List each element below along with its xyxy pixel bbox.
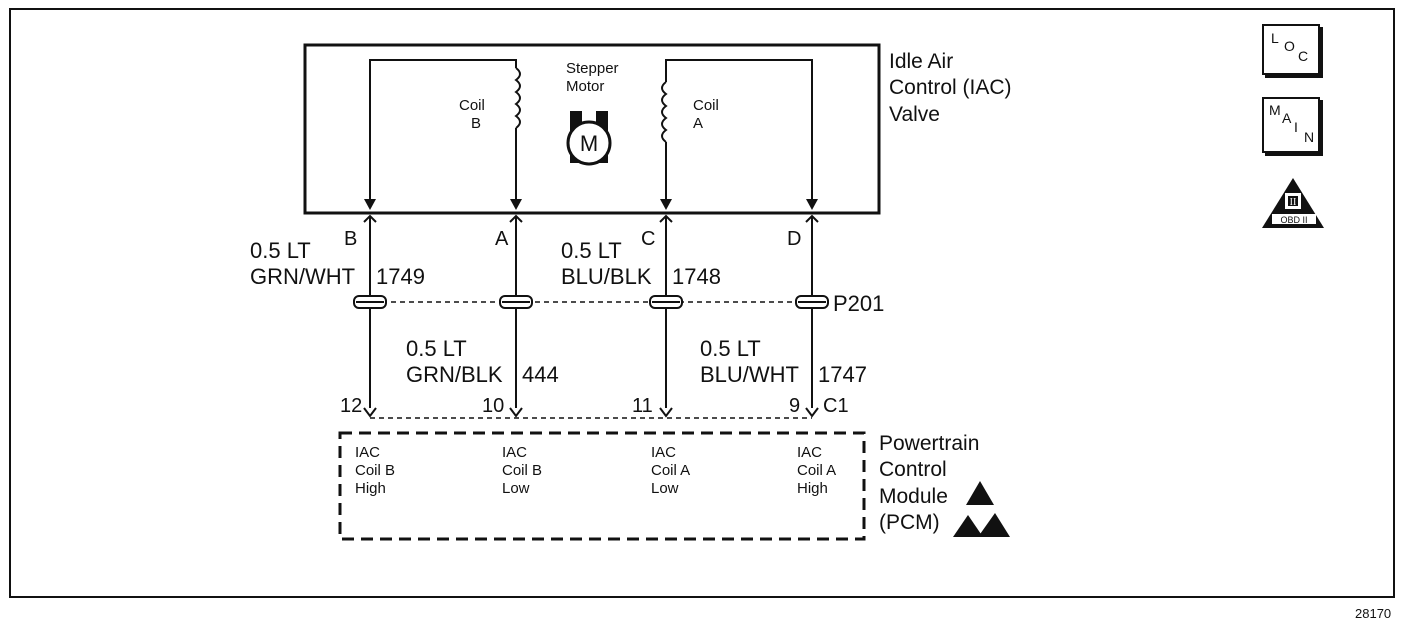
wire-444-color: GRN/BLK <box>406 362 503 387</box>
pcm-terminal-coil-a-low: IAC Coil A Low <box>651 444 691 497</box>
pcm-pin-10: 10 <box>482 395 505 417</box>
pcm-box <box>338 431 866 541</box>
connector-c1-label: C1 <box>823 395 849 417</box>
pcm-pin-9: 9 <box>789 395 801 417</box>
pin-label-c: C <box>641 228 656 250</box>
wire-1748-circuit: 1748 <box>672 264 721 289</box>
wire-1749-gauge: 0.5 LT <box>250 238 311 263</box>
coil-a-circuit <box>661 59 813 205</box>
pcm-pin-12: 12 <box>340 395 363 417</box>
wire-1748-color: BLU/BLK <box>561 264 652 289</box>
stepper-motor-label: Stepper Motor <box>566 60 619 95</box>
pin-label-a: A <box>495 228 509 250</box>
wire-1747-gauge: 0.5 LT <box>700 336 761 361</box>
iac-valve-body <box>303 43 881 215</box>
wire-1749-color: GRN/WHT <box>250 264 356 289</box>
coil-a-label: Coil A <box>693 97 719 132</box>
loc-icon[interactable]: L O C <box>1262 24 1320 75</box>
wire-444-gauge: 0.5 LT <box>406 336 467 361</box>
coil-b-label: Coil B <box>459 97 485 132</box>
valve-connector-tails <box>363 214 819 223</box>
obd-ii-roman: II <box>1290 197 1297 208</box>
pcm-terminal-coil-a-high: IAC Coil A High <box>797 444 837 497</box>
coil-b-circuit <box>369 59 521 205</box>
connector-p201-label: P201 <box>833 291 885 316</box>
pin-arrows <box>364 199 818 210</box>
pcm-terminal-coil-b-low: IAC Coil B Low <box>502 444 543 497</box>
wire-1747-color: BLU/WHT <box>700 362 799 387</box>
obd-ii-icon <box>1262 178 1324 228</box>
pcm-title: Powertrain Control Module (PCM) <box>879 432 980 534</box>
wire-1748-gauge: 0.5 LT <box>561 238 622 263</box>
main-icon[interactable]: M A I N <box>1262 97 1320 153</box>
figure-number: 28170 <box>1355 606 1392 621</box>
wire-1747-circuit: 1747 <box>818 362 867 387</box>
wire-444-circuit: 444 <box>522 362 559 387</box>
pin-label-d: D <box>787 228 802 250</box>
motor-letter: M <box>580 131 598 156</box>
iac-valve-title: Idle Air Control (IAC) Valve <box>889 50 1012 126</box>
pin-label-b: B <box>344 228 358 250</box>
diagram-border <box>9 8 1395 598</box>
pcm-pin-11: 11 <box>632 395 653 417</box>
esd-warning-icon <box>953 481 1010 537</box>
pcm-terminal-coil-b-high: IAC Coil B High <box>355 444 396 497</box>
pcm-connector-tails <box>363 407 819 418</box>
obd-ii-label: OBD II <box>1280 215 1307 225</box>
harness-wires <box>369 216 813 408</box>
wire-1749-circuit: 1749 <box>376 264 425 289</box>
motor-symbol <box>566 111 612 166</box>
